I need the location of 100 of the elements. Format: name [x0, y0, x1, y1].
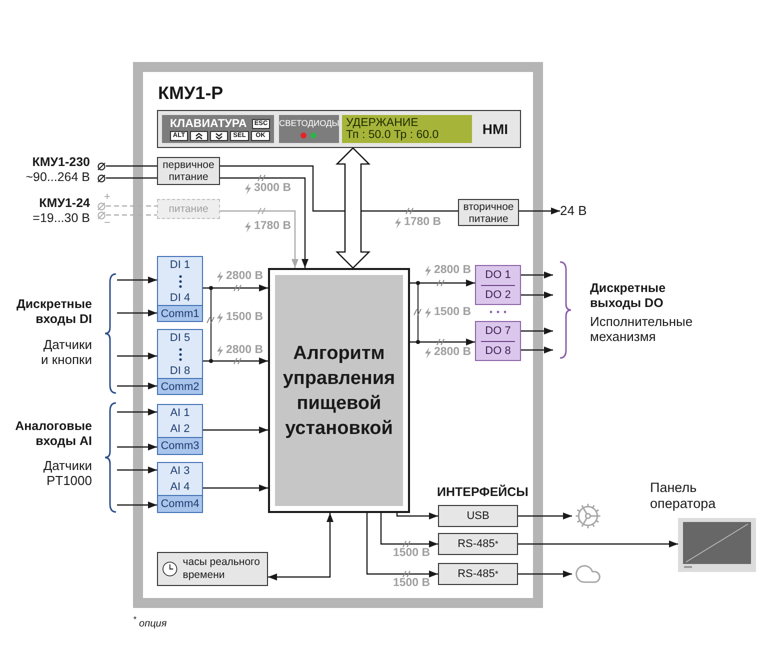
- arrow: [519, 208, 560, 214]
- arrow: [220, 210, 298, 268]
- power-supply-box: вторичное питание: [458, 199, 519, 226]
- isolation-label: 1500 В: [434, 305, 472, 320]
- channel-label: DO 7: [484, 324, 512, 340]
- wire-line: [106, 205, 157, 207]
- edge-label: 2800 В: [226, 344, 264, 357]
- display-text: Тп : 50.0 Тр : 60.0: [346, 129, 439, 141]
- arrow: [117, 466, 157, 474]
- wire-line: [106, 177, 157, 179]
- output-module-box: [475, 321, 521, 361]
- arrow: [117, 310, 157, 316]
- section-heading: ИНТЕРФЕЙСЫ: [437, 485, 528, 500]
- arrow: [220, 177, 308, 268]
- arrow: [396, 512, 438, 520]
- group-description: Датчики и кнопки: [40, 337, 92, 367]
- channel-label: Comm4: [158, 495, 202, 512]
- group-heading: Аналоговые входы AI: [14, 419, 92, 449]
- edge-label: 1500 В: [393, 577, 430, 590]
- channel-label: DI 1: [168, 258, 192, 272]
- input-module-box: [157, 256, 203, 322]
- arrow: [521, 346, 553, 354]
- arrow: [380, 513, 438, 548]
- group-heading: Дискретные входы DI: [15, 297, 92, 327]
- led-panel: [279, 115, 339, 143]
- channel-label: AI 2: [169, 422, 191, 437]
- group-heading: Дискретные выходы DO: [590, 281, 667, 311]
- wire-line: [106, 165, 157, 167]
- channel-label: AI 4: [169, 480, 191, 495]
- controller-box: Алгоритм управления пищевой установкой: [268, 268, 410, 513]
- input-module-box: [157, 404, 203, 455]
- model-label: КМУ1-230: [32, 155, 90, 170]
- arrow: [410, 338, 475, 346]
- edge-label: 1780 В: [404, 216, 442, 229]
- arrow: [521, 292, 553, 298]
- channel-label: Comm2: [158, 378, 202, 394]
- arrow: [203, 358, 268, 364]
- arrow-key: [210, 131, 228, 141]
- isolation-label: 1500 В: [226, 310, 264, 325]
- group-description: Исполнительные механизмя: [590, 314, 694, 344]
- arrow: [518, 540, 678, 548]
- arrow: [117, 408, 157, 416]
- arrow: [518, 570, 572, 578]
- model-label: КМУ1-24: [39, 196, 90, 211]
- footnote: $^{*}$ опция: [133, 613, 167, 632]
- hmi-panel: [157, 110, 521, 148]
- polarity-sign: −: [104, 216, 110, 231]
- channel-label: DO 1: [484, 268, 512, 284]
- arrow: [366, 513, 438, 578]
- panel-title: Панель оператора: [650, 480, 717, 512]
- arrow: [117, 444, 157, 450]
- edge-label: 1780 В: [254, 220, 292, 233]
- polarity-sign: +: [104, 190, 110, 205]
- hmi-label: HMI: [482, 121, 508, 137]
- display-text: УДЕРЖАНИЕ: [346, 117, 418, 129]
- device-frame: [133, 62, 543, 608]
- edge-label: 1500 В: [393, 547, 430, 560]
- channel-label: AI 3: [169, 464, 191, 479]
- arrow: [268, 513, 334, 580]
- arrow: [203, 426, 268, 434]
- channel-label: AI 1: [169, 406, 191, 421]
- arrow-key: [190, 131, 208, 141]
- arrow: [203, 284, 268, 292]
- power-supply-box: питание: [157, 199, 220, 219]
- arrow: [521, 272, 553, 278]
- input-module-box: [157, 462, 203, 513]
- arrow: [518, 512, 572, 520]
- edge-label: 2800 В: [434, 264, 472, 277]
- input-module-box: [157, 329, 203, 395]
- channel-label: DI 4: [168, 290, 192, 305]
- lcd-display: [342, 115, 472, 143]
- double-arrow: [335, 147, 371, 269]
- channel-label: Comm1: [158, 305, 202, 321]
- clock-box: [157, 552, 268, 586]
- edge-label: 2800 В: [226, 270, 264, 283]
- channel-label: DI 8: [168, 364, 192, 378]
- output-label: 24 В: [560, 203, 594, 219]
- arrow: [117, 382, 157, 390]
- arrow: [117, 276, 157, 284]
- channel-label: DO 8: [481, 340, 515, 360]
- edge-label: 3000 В: [254, 182, 292, 195]
- voltage-label: =19...30 В: [32, 211, 90, 226]
- arrow: [117, 502, 157, 508]
- edge-label: 2800 В: [434, 346, 472, 359]
- keyboard-panel: [162, 115, 274, 143]
- arrow: [203, 484, 268, 492]
- channel-label: DI 5: [168, 330, 192, 345]
- channel-label: DO 2: [481, 284, 515, 304]
- power-supply-box: первичное питание: [157, 157, 220, 185]
- device-title: КМУ1-Р: [158, 83, 224, 104]
- wire-line: [106, 214, 157, 216]
- output-module-box: [475, 265, 521, 305]
- section-title: СВЕТОДИОДЫ: [279, 118, 339, 128]
- clock-label: часы реального времени: [182, 556, 261, 582]
- interface-box: USB: [438, 505, 518, 527]
- wire-line: [220, 165, 458, 212]
- arrow: [410, 280, 475, 286]
- voltage-label: ~90...264 В: [26, 170, 90, 185]
- group-description: Датчики PT1000: [42, 458, 92, 488]
- arrow: [521, 328, 553, 334]
